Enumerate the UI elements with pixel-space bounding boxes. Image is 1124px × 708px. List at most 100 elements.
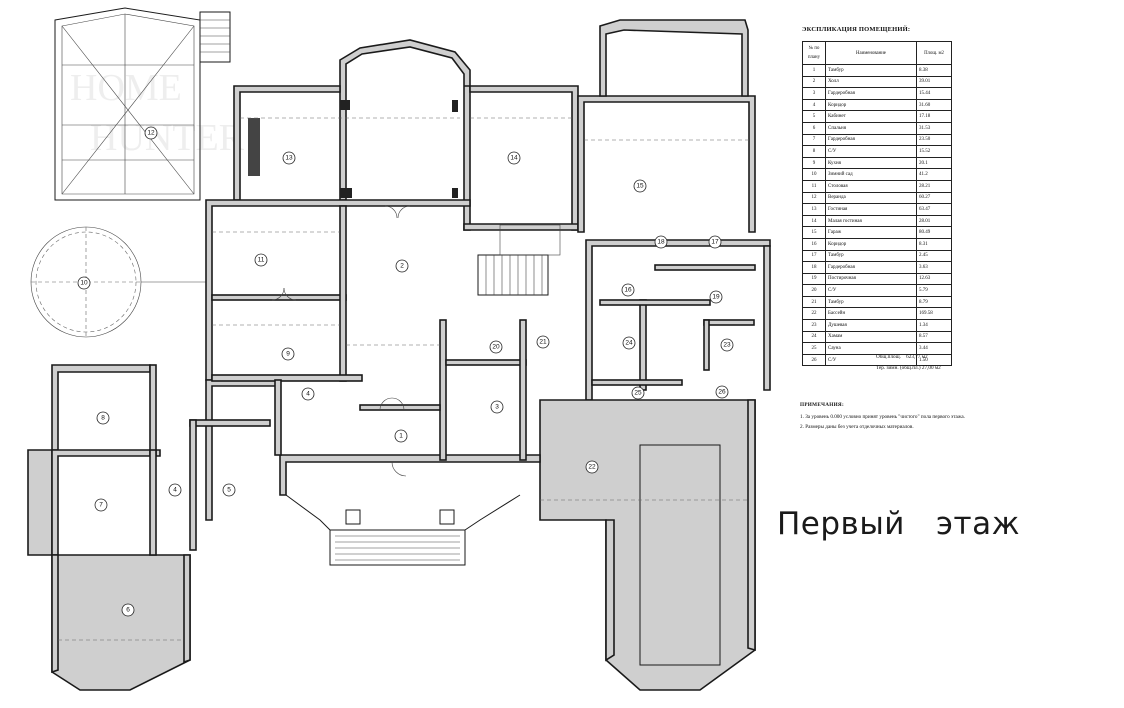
winter-area-label: Тер. зимн. (общ.пл.): [876, 365, 921, 371]
room-number-cell: 7: [802, 133, 826, 147]
room-marker-11: 11: [254, 253, 268, 267]
room-area-cell: 2.45: [916, 249, 952, 263]
room-number-cell: 24: [802, 330, 826, 344]
watermark-logo: HOME HUNTER: [70, 67, 245, 159]
room-number-cell: 15: [802, 226, 826, 239]
svg-text:3: 3: [495, 404, 499, 411]
explication-panel: ЭКСПЛИКАЦИЯ ПОМЕЩЕНИЙ: № по плану Наимен…: [802, 26, 952, 367]
note-item: 2. Размеры даны без учета отделочных мат…: [800, 424, 914, 430]
room-name-cell: Зимний сад: [825, 168, 917, 181]
room-area-cell: 39.01: [916, 75, 952, 89]
room-marker-26: 26: [715, 385, 729, 399]
svg-text:23: 23: [723, 342, 731, 349]
svg-text:21: 21: [539, 339, 547, 346]
svg-text:17: 17: [711, 239, 719, 246]
room-number-cell: 17: [802, 249, 826, 263]
room-area-cell: 28.21: [916, 179, 952, 193]
svg-text:4: 4: [173, 487, 177, 494]
col-area-header: Площ. м2: [916, 41, 952, 65]
column-block: [452, 100, 458, 112]
room-area-cell: 169.58: [916, 307, 952, 321]
room-number-cell: 12: [802, 191, 826, 205]
room-marker-7: 7: [94, 498, 108, 512]
room-number-cell: 3: [802, 87, 826, 100]
svg-text:1: 1: [399, 433, 403, 440]
room-marker-17: 17: [708, 235, 722, 249]
room-name-cell: Тамбур: [825, 295, 917, 309]
room-marker-6: 6: [121, 603, 135, 617]
fireplace-hatch: [248, 118, 260, 176]
room-area-cell: 3.63: [916, 261, 952, 274]
room-name-cell: С/У: [825, 284, 917, 297]
svg-text:10: 10: [80, 280, 88, 287]
svg-text:12: 12: [147, 130, 155, 137]
room-area-cell: 5.79: [916, 284, 952, 297]
room-marker-12: 12: [144, 126, 158, 140]
room-markers: 1 2 3 4 4 5 6 7 8 9 10 11 12 13 14 15 16…: [77, 126, 734, 617]
svg-text:HUNTER: HUNTER: [90, 117, 245, 159]
room-area-cell: 20.1: [916, 156, 952, 170]
svg-text:13: 13: [285, 155, 293, 162]
room-marker-21: 21: [536, 335, 550, 349]
room-marker-24: 24: [622, 336, 636, 350]
svg-text:15: 15: [636, 183, 644, 190]
total-area-label: Общ.площ.: [876, 354, 901, 360]
room-area-cell: 17.18: [916, 110, 952, 123]
room-area-cell: 8.31: [916, 237, 952, 251]
svg-text:19: 19: [712, 294, 720, 301]
room-name-cell: Коридор: [825, 98, 917, 112]
svg-text:26: 26: [718, 389, 726, 396]
table-header-row: № по плану Наименование Площ. м2: [802, 41, 952, 65]
room-number-cell: 23: [802, 319, 826, 332]
room-marker-20: 20: [489, 340, 503, 354]
room-area-cell: 63.47: [916, 203, 952, 216]
room-marker-25: 25: [631, 386, 645, 400]
room-marker-2: 2: [395, 259, 409, 273]
svg-text:5: 5: [227, 487, 231, 494]
room-name-cell: Кухня: [825, 156, 917, 170]
room-name-cell: Спальня: [825, 121, 917, 135]
svg-text:22: 22: [588, 464, 596, 471]
svg-text:16: 16: [624, 287, 632, 294]
notes-block: ПРИМЕЧАНИЯ: 1. За уровень 0.000 условно …: [800, 400, 965, 432]
svg-text:11: 11: [258, 257, 265, 264]
svg-text:20: 20: [492, 344, 500, 351]
room-marker-4: 4: [301, 387, 315, 401]
room-area-cell: 80.49: [916, 226, 952, 239]
room-name-cell: С/У: [825, 145, 917, 158]
room-name-cell: Столовая: [825, 179, 917, 193]
room-area-cell: 8.79: [916, 295, 952, 309]
room-name-cell: Веранда: [825, 191, 917, 205]
room-name-cell: Хамам: [825, 330, 917, 344]
room-marker-1: 1: [394, 429, 408, 443]
room-area-cell: 41.2: [916, 168, 952, 181]
room-marker-3: 3: [490, 400, 504, 414]
room-area-cell: 31.60: [916, 98, 952, 112]
room-area-cell: 1.50: [916, 353, 952, 367]
svg-text:4: 4: [306, 391, 310, 398]
room-area-cell: 15.44: [916, 87, 952, 100]
notes-title: ПРИМЕЧАНИЯ:: [800, 402, 844, 408]
room-number-cell: 16: [802, 237, 826, 251]
room-number-cell: 1: [802, 64, 826, 77]
col-name-header: Наименование: [825, 41, 917, 65]
note-item: 1. За уровень 0.000 условно принят урове…: [800, 414, 966, 420]
room-name-cell: Постирочная: [825, 272, 917, 286]
winter-area-line: Тер. зимн. (общ.пл.) 27,00 м2: [876, 363, 941, 374]
room-marker-9: 9: [281, 347, 295, 361]
column-block: [340, 188, 352, 198]
room-name-cell: Тамбур: [825, 249, 917, 263]
svg-text:HOME: HOME: [70, 67, 182, 109]
